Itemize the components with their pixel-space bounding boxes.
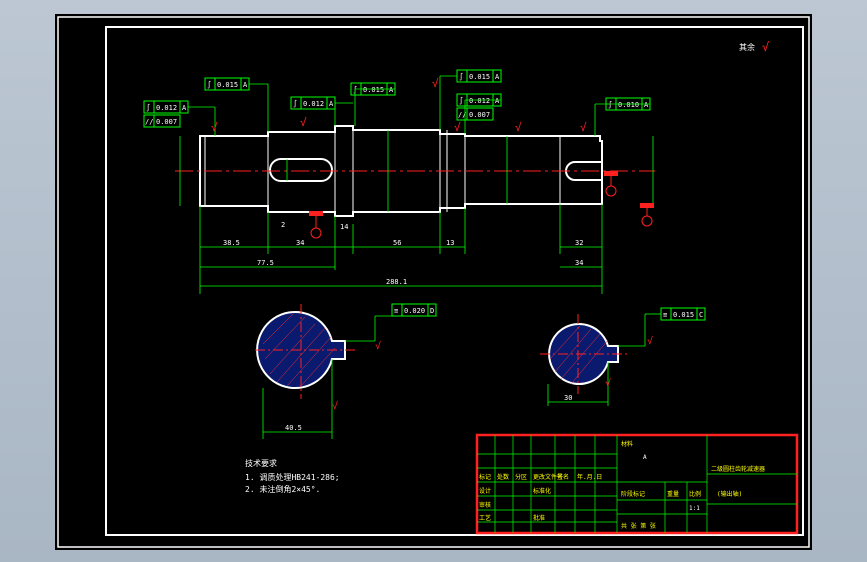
svg-text:工艺: 工艺 [479,514,491,522]
svg-text:√: √ [515,121,522,134]
svg-text:A: A [495,97,500,105]
svg-text://: // [458,111,466,119]
svg-text:√: √ [647,335,653,347]
svg-text://: // [145,118,153,126]
svg-text:≡: ≡ [663,311,667,319]
drawing-canvas: 其余 √ [57,16,810,548]
svg-text:40.5: 40.5 [285,424,302,432]
svg-text:34: 34 [575,259,583,267]
svg-text:30: 30 [564,394,572,402]
datum-markers [309,171,654,239]
svg-text:0.007: 0.007 [469,111,490,119]
svg-text:2: 2 [281,221,285,229]
svg-text:共 张 第 张: 共 张 第 张 [621,522,656,530]
svg-text:√: √ [432,77,439,90]
svg-text:A: A [643,454,647,461]
svg-text:批准: 批准 [533,514,545,522]
roughness-symbol: √ [762,40,769,54]
svg-text:技术要求: 技术要求 [245,458,277,468]
svg-text:14: 14 [340,223,348,231]
svg-text:1. 调质处理HB241-286;: 1. 调质处理HB241-286; [245,472,340,482]
cad-viewport[interactable]: 其余 √ [55,14,812,550]
svg-text:√: √ [580,121,587,134]
svg-text:A: A [389,86,394,94]
svg-text:√: √ [605,377,611,389]
svg-text:A: A [495,73,500,81]
svg-text:77.5: 77.5 [257,259,274,267]
svg-text:≡: ≡ [394,307,398,315]
svg-text:0.012: 0.012 [469,97,490,105]
leaders [188,75,650,136]
svg-text:13: 13 [446,239,454,247]
svg-text:A: A [243,81,248,89]
svg-text:2. 未注倒角2×45°.: 2. 未注倒角2×45°. [245,484,320,494]
svg-text:56: 56 [393,239,401,247]
svg-text:0.015: 0.015 [217,81,238,89]
svg-text:38.5: 38.5 [223,239,240,247]
roughness-marks: √ √ √ √ √ √ [211,77,587,134]
svg-text:∫: ∫ [293,99,297,108]
svg-text:二级圆柱齿轮减速器: 二级圆柱齿轮减速器 [711,465,765,473]
svg-text:34: 34 [296,239,304,247]
title-block: 材料 A 二级圆柱齿轮减速器 (输出轴) 阶段标记 重量 比例 1:1 共 张 … [475,433,799,535]
svg-text:0.012: 0.012 [156,104,177,112]
svg-text:审核: 审核 [479,501,491,509]
svg-text:0.007: 0.007 [156,118,177,126]
svg-text:√: √ [375,340,381,352]
svg-text:重量: 重量 [667,490,679,498]
svg-text:∫: ∫ [459,96,463,105]
svg-text:32: 32 [575,239,583,247]
svg-text:签名: 签名 [557,473,569,481]
svg-text:0.015: 0.015 [673,311,694,319]
svg-text:√: √ [454,121,461,134]
svg-text:0.010: 0.010 [618,101,639,109]
svg-text:更改文件号: 更改文件号 [533,473,563,481]
section-b: 30 √ √ [540,313,661,406]
section-a: 40.5 √ √ [255,304,392,439]
svg-text:(输出轴): (输出轴) [717,490,742,498]
svg-text:标准化: 标准化 [533,487,551,495]
outer-border [57,16,810,548]
svg-text:1:1: 1:1 [689,505,700,512]
svg-text:分区: 分区 [515,473,527,481]
svg-text:处数: 处数 [497,473,509,481]
svg-text:年.月.日: 年.月.日 [577,473,602,481]
svg-text:288.1: 288.1 [386,278,407,286]
dimensions [179,130,654,294]
svg-text:∫: ∫ [207,80,211,89]
svg-text:材料: 材料 [621,440,633,448]
svg-text:D: D [430,307,434,315]
inner-border [105,26,804,536]
svg-text:∫: ∫ [608,100,612,109]
tech-requirements: 技术要求 1. 调质处理HB241-286; 2. 未注倒角2×45°. [245,458,340,494]
svg-text:√: √ [332,400,338,412]
svg-text:0.015: 0.015 [469,73,490,81]
svg-text:0.015: 0.015 [363,86,384,94]
roughness-label: 其余 [739,42,755,52]
svg-text:A: A [182,104,187,112]
svg-text:阶段标记: 阶段标记 [621,490,645,498]
svg-text:√: √ [300,116,307,129]
dimension-texts: 38.5 34 2 77.5 14 56 13 32 34 288.1 [223,221,583,286]
svg-text:比例: 比例 [689,490,701,498]
svg-text:设计: 设计 [479,487,491,495]
svg-text:A: A [329,100,334,108]
svg-text:√: √ [211,121,218,134]
svg-text:0.020: 0.020 [404,307,425,315]
svg-text:标记: 标记 [479,473,491,481]
svg-text:∫: ∫ [146,103,150,112]
svg-text:C: C [699,311,703,319]
svg-text:0.012: 0.012 [303,100,324,108]
svg-text:A: A [644,101,649,109]
svg-text:∫: ∫ [459,72,463,81]
